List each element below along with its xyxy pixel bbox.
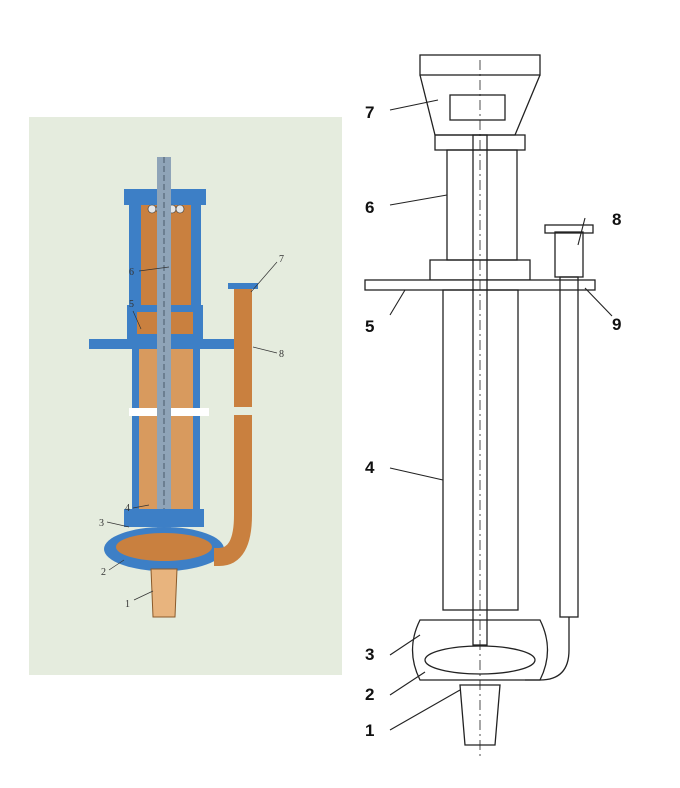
discharge-pipe — [559, 276, 579, 618]
leader-5 — [132, 310, 142, 330]
label-9: 9 — [612, 315, 621, 334]
label-8: 8 — [279, 349, 284, 360]
colored-pump-diagram: 6 7 5 8 4 3 2 1 — [29, 117, 342, 675]
bearing-ball — [147, 204, 157, 214]
discharge-pipe-break — [229, 407, 257, 415]
casing-cover — [124, 509, 204, 527]
label-8: 8 — [612, 210, 621, 229]
discharge-pipe — [234, 285, 252, 515]
bearing-ball — [175, 204, 185, 214]
label-5: 5 — [365, 317, 374, 336]
bearing-housing — [446, 149, 518, 261]
discharge-flange — [544, 224, 594, 234]
label-6: 6 — [129, 267, 134, 278]
leader-7 — [389, 99, 439, 111]
pump-shaft — [157, 157, 171, 552]
suction-strainer — [459, 684, 501, 746]
coupling — [449, 94, 506, 121]
leader-2 — [389, 671, 426, 696]
label-4: 4 — [125, 503, 130, 514]
leader-6 — [138, 266, 170, 272]
suction-strainer — [150, 568, 178, 618]
leader-5 — [389, 289, 406, 316]
leader-8 — [252, 346, 278, 354]
leader-3 — [106, 521, 130, 528]
line-drawing-diagram: 7 6 8 9 5 4 3 2 1 — [350, 40, 670, 780]
label-2: 2 — [101, 567, 106, 578]
label-6: 6 — [365, 198, 374, 217]
impeller — [116, 533, 212, 561]
leader-1 — [389, 689, 461, 731]
leader-4 — [389, 467, 444, 481]
label-3: 3 — [99, 518, 104, 529]
leader-3 — [389, 634, 421, 656]
colored-pump-svg: 6 7 5 8 4 3 2 1 — [29, 117, 342, 675]
leader-8 — [577, 217, 586, 246]
leader-2 — [108, 559, 125, 571]
label-7: 7 — [365, 103, 374, 122]
leader-6 — [389, 194, 448, 206]
discharge-elbow — [214, 514, 252, 566]
label-2: 2 — [365, 685, 374, 704]
label-3: 3 — [365, 645, 374, 664]
leader-7 — [250, 261, 278, 293]
impeller — [424, 645, 536, 675]
discharge-top — [554, 231, 584, 278]
label-4: 4 — [365, 458, 375, 477]
label-7: 7 — [279, 254, 284, 265]
leader-1 — [133, 590, 154, 601]
column-pipe — [442, 289, 519, 611]
label-5: 5 — [129, 299, 134, 310]
leader-4 — [132, 504, 150, 509]
label-1: 1 — [125, 599, 130, 610]
leader-9 — [584, 287, 613, 317]
line-drawing-svg: 7 6 8 9 5 4 3 2 1 — [364, 54, 621, 760]
discharge-flange — [228, 283, 258, 289]
label-1: 1 — [365, 721, 374, 740]
